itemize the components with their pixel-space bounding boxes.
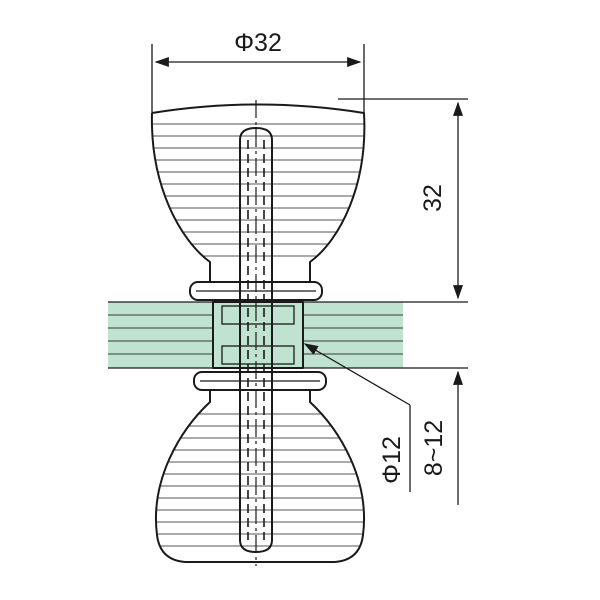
top-knob-hatching — [151, 123, 365, 257]
top-knob-outline — [150, 103, 366, 282]
sleeve-upper-block — [221, 305, 295, 325]
dimension-knob-height: 32 — [338, 98, 468, 303]
glass-hatching — [108, 314, 403, 355]
bottom-knob — [155, 371, 365, 563]
threaded-rod — [239, 127, 273, 553]
dimension-knob-diameter: Φ32 — [151, 29, 365, 113]
dimension-glass-thickness: 8~12 — [403, 367, 468, 505]
knob-height-label: 32 — [419, 184, 447, 212]
glass-thickness-label: 8~12 — [420, 420, 448, 476]
spacer-sleeve — [212, 301, 304, 369]
hole-diameter-label: Φ12 — [378, 436, 406, 484]
knob-diameter-label: Φ32 — [234, 29, 282, 57]
leader-line-hole — [303, 343, 411, 406]
sleeve-body — [212, 301, 304, 369]
bottom-knob-outline — [155, 390, 365, 563]
rod-outline — [239, 127, 273, 553]
dimension-hole-diameter: Φ12 — [303, 343, 411, 492]
bottom-knob-hatching — [155, 413, 365, 547]
sleeve-lower-block — [221, 345, 295, 365]
top-knob — [150, 103, 366, 301]
bottom-washer — [193, 371, 327, 391]
